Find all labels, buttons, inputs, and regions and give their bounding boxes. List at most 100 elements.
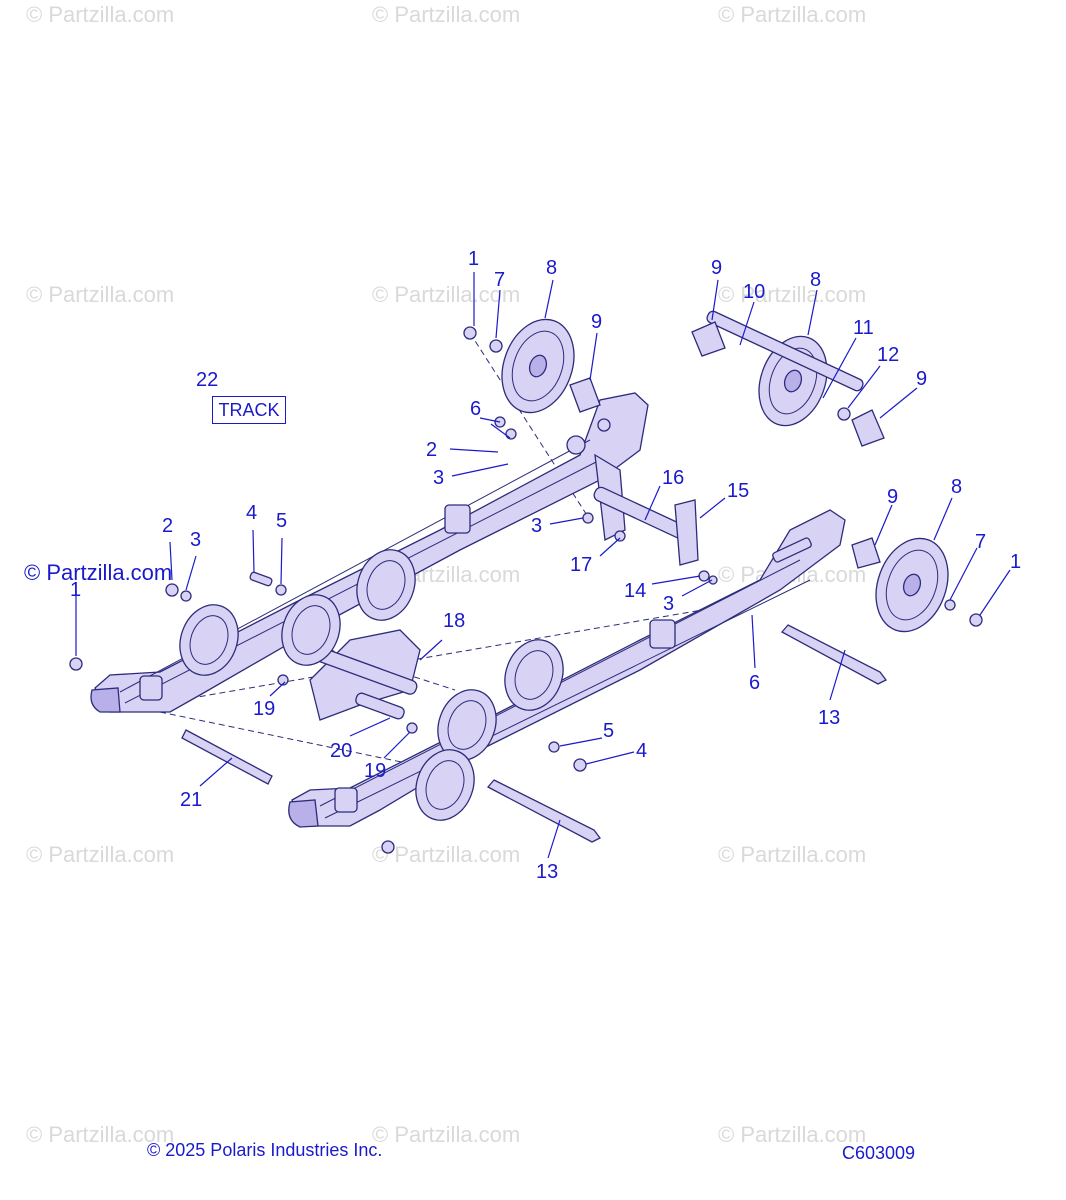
watermark: © Partzilla.com [26,282,174,307]
rear-plate-15 [674,499,699,566]
washer [582,512,594,524]
axle-10 [706,310,864,392]
callout-19: 19 [253,698,275,720]
watermark: © Partzilla.com [26,2,174,27]
callout-18: 18 [443,610,465,632]
callout-17: 17 [570,554,592,576]
watermark: © Partzilla.com [718,2,866,27]
callout-5: 5 [603,720,614,742]
rail-wheel [281,594,341,666]
callout-5: 5 [276,510,287,532]
track-label-box: TRACK [212,396,286,424]
washer [548,741,560,753]
washer [969,613,983,627]
washer [944,599,956,611]
copyright-text: © 2025 Polaris Industries Inc. [147,1140,383,1160]
washer-12 [837,407,851,421]
axle-cap [691,321,726,357]
idler-wheel [501,318,575,414]
rail-wheel [437,689,497,761]
bolt-13 [486,779,601,843]
left-rail-front-block [139,675,163,701]
callout-9: 9 [591,311,602,333]
callout-13: 13 [536,861,558,883]
callout-7: 7 [975,531,986,553]
washer [708,575,718,585]
callout-7: 7 [494,269,505,291]
watermark: © Partzilla.com [372,282,520,307]
callout-3: 3 [190,529,201,551]
watermark: © Partzilla.com [718,1122,866,1147]
callout-8: 8 [546,257,557,279]
right-rail-spring [772,537,812,563]
callout-1: 1 [70,579,81,601]
bolt-head [381,840,395,854]
callout-16: 16 [662,467,684,489]
callout-6: 6 [749,672,760,694]
callout-6: 6 [470,398,481,420]
bolt-head [573,758,587,772]
callout-20: 20 [330,740,352,762]
left-rail-block [444,504,471,534]
washer [489,339,503,353]
watermark: © Partzilla.com [26,842,174,867]
axle-cap [851,537,881,569]
washer [614,530,626,542]
washer [275,584,287,596]
callout-3: 3 [663,593,674,615]
axle-cap [851,409,885,447]
washer [180,590,192,602]
callout-4: 4 [246,502,257,524]
idler-wheel [875,537,949,633]
callout-8: 8 [810,269,821,291]
callout-15: 15 [727,480,749,502]
callout-21: 21 [180,789,202,811]
washer [406,722,418,734]
callouts: 1 7 8 9 9 10 8 11 12 9 22 6 2 3 16 15 3 … [70,248,1021,883]
left-rail-pivot-2 [597,418,611,432]
callout-4: 4 [636,740,647,762]
callout-1: 1 [1010,551,1021,573]
right-rail-block [649,619,676,649]
callout-11: 11 [853,317,874,339]
callout-1: 1 [468,248,479,270]
pin-21 [181,729,273,785]
washer [505,428,517,440]
watermark: © Partzilla.com [718,842,866,867]
washer [698,570,710,582]
callout-3: 3 [531,515,542,537]
callout-9: 9 [916,368,927,390]
callout-14: 14 [624,580,646,602]
right-rail-front-block [334,787,358,813]
right-rail-tip [288,799,319,828]
watermark: © Partzilla.com [372,842,520,867]
callout-3: 3 [433,467,444,489]
left-rail-pivot [566,435,586,455]
left-rail-tip [90,687,121,713]
rail-wheel [504,639,564,711]
washer [277,674,289,686]
callout-9: 9 [887,486,898,508]
callout-2: 2 [162,515,173,537]
diagram-code: C603009 [842,1143,916,1163]
rail-wheel [356,549,416,621]
front-shaft-20 [355,692,405,720]
rail-wheel [415,749,475,821]
bolt [249,571,273,587]
callout-2: 2 [426,439,437,461]
bolt-head [165,583,179,597]
callout-8: 8 [951,476,962,498]
callout-12: 12 [877,344,899,366]
assembly-centerline [179,599,761,701]
background-watermarks: © Partzilla.com © Partzilla.com © Partzi… [26,2,866,1147]
bolt-head [463,326,477,340]
rail-wheel [179,604,239,676]
bolt-head [69,657,83,671]
axle-cap [569,377,601,413]
bolt-13 [780,624,887,685]
callout-22: 22 [196,369,218,391]
assembly-centerline [159,711,441,771]
partzilla-watermark: © Partzilla.com [24,560,173,585]
watermark: © Partzilla.com [372,1122,520,1147]
